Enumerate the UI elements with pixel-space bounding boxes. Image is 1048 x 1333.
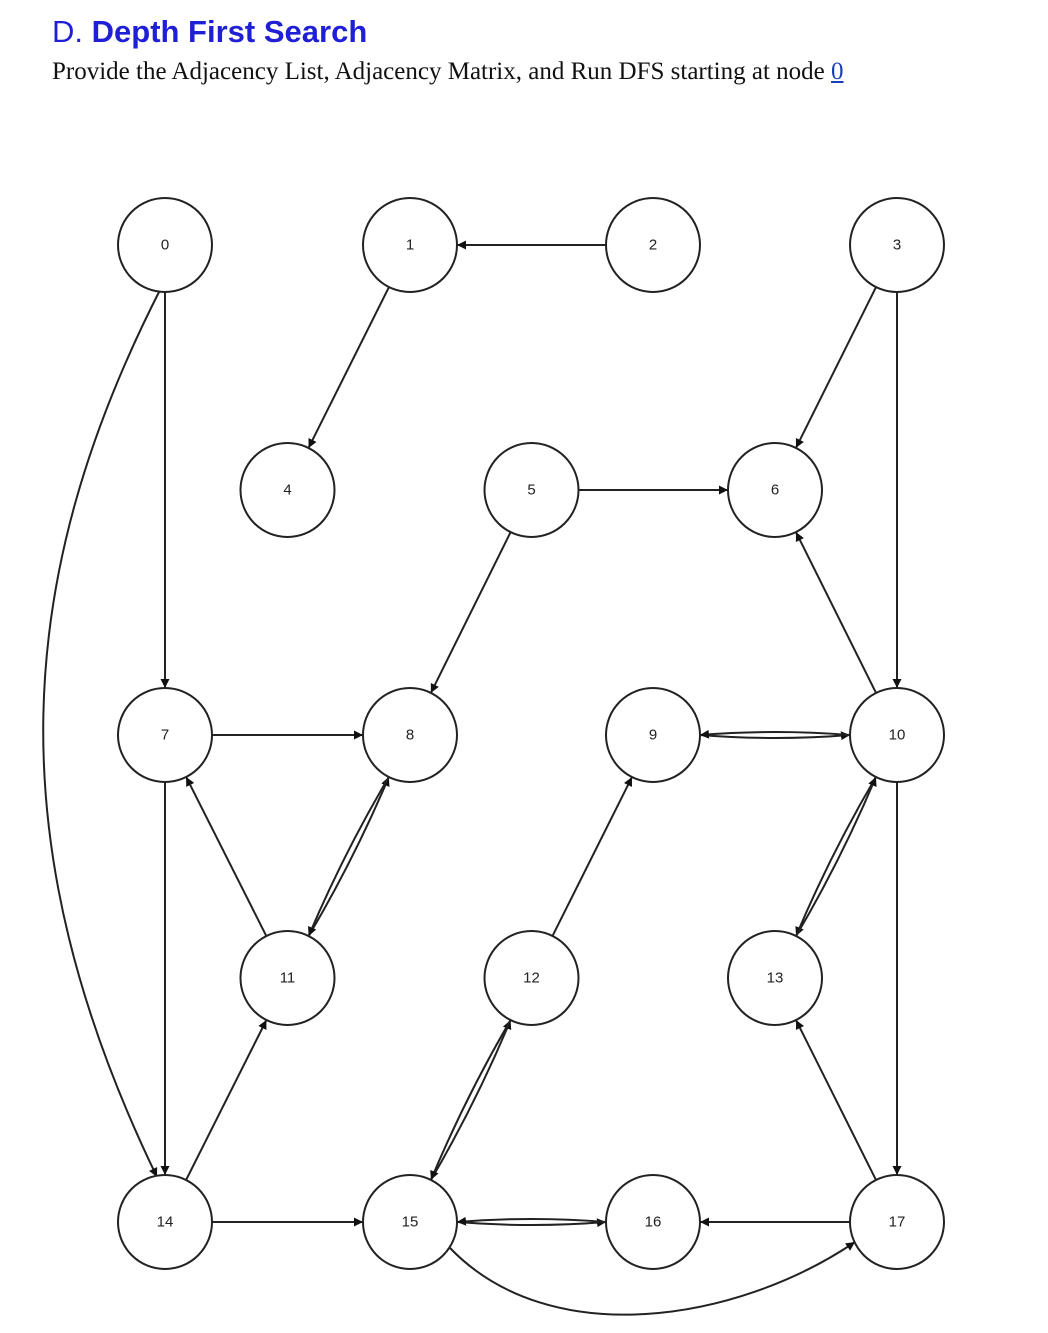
node-0: 0 [117, 197, 213, 293]
node-17: 17 [849, 1174, 945, 1270]
node-circle [117, 687, 213, 783]
node-circle [605, 1174, 701, 1270]
node-14: 14 [117, 1174, 213, 1270]
node-circle [362, 687, 458, 783]
edge-11-to-8 [307, 776, 390, 937]
node-circle [117, 197, 213, 293]
node-6: 6 [727, 442, 823, 538]
edge-15-to-17 [449, 1241, 856, 1316]
node-label: 10 [889, 727, 906, 744]
node-10: 10 [849, 687, 945, 783]
node-label: 15 [402, 1214, 419, 1231]
node-5: 5 [483, 442, 580, 538]
node-circle [239, 930, 336, 1026]
instruction-text: Provide the Adjacency List, Adjacency Ma… [52, 58, 844, 86]
edge-3-to-6 [795, 286, 877, 449]
edge-8-to-11 [307, 776, 390, 937]
node-circle [362, 197, 458, 293]
node-label: 4 [283, 482, 291, 499]
node-label: 16 [645, 1214, 662, 1231]
node-circle [117, 1174, 213, 1270]
instruction-body: Provide the Adjacency List, Adjacency Ma… [52, 58, 832, 85]
node-circle [727, 930, 823, 1026]
edge-10-to-9 [699, 729, 851, 739]
edge-11-to-7 [185, 776, 268, 937]
node-circle [239, 442, 336, 538]
edge-12-to-15 [430, 1019, 512, 1181]
edge-15-to-12 [430, 1019, 512, 1181]
node-8: 8 [362, 687, 458, 783]
node-11: 11 [239, 930, 336, 1026]
node-label: 8 [406, 727, 414, 744]
node-circle [605, 687, 701, 783]
node-label: 13 [767, 970, 784, 987]
node-7: 7 [117, 687, 213, 783]
node-label: 14 [157, 1214, 174, 1231]
node-label: 2 [649, 237, 657, 254]
node-circle [849, 1174, 945, 1270]
node-circle [483, 930, 580, 1026]
node-12: 12 [483, 930, 580, 1026]
graph-edges [42, 240, 902, 1316]
edge-5-to-8 [429, 531, 512, 694]
edge-16-to-15 [456, 1216, 607, 1226]
node-circle [483, 442, 580, 538]
node-label: 17 [889, 1214, 906, 1231]
edge-10-to-13 [795, 776, 877, 937]
node-16: 16 [605, 1174, 701, 1270]
node-label: 7 [161, 727, 169, 744]
edge-0-to-14 [42, 289, 161, 1178]
node-4: 4 [239, 442, 336, 538]
node-label: 6 [771, 482, 779, 499]
edge-9-to-10 [699, 731, 851, 741]
node-15: 15 [362, 1174, 458, 1270]
node-label: 0 [161, 237, 169, 254]
node-3: 3 [849, 197, 945, 293]
node-circle [849, 197, 945, 293]
node-circle [849, 687, 945, 783]
node-label: 11 [280, 970, 296, 987]
edge-13-to-10 [795, 776, 877, 937]
node-circle [605, 197, 701, 293]
edge-12-to-9 [551, 776, 633, 937]
edge-1-to-4 [307, 286, 390, 449]
edge-17-to-13 [795, 1019, 877, 1181]
section-heading: D. Depth First Search [52, 14, 367, 50]
edge-15-to-16 [456, 1218, 607, 1228]
node-label: 3 [893, 237, 901, 254]
node-13: 13 [727, 930, 823, 1026]
node-label: 12 [523, 970, 540, 987]
section-letter: D. [52, 14, 83, 49]
node-circle [362, 1174, 458, 1270]
edge-14-to-11 [185, 1019, 268, 1181]
node-1: 1 [362, 197, 458, 293]
section-title: Depth First Search [91, 14, 368, 49]
start-node-link[interactable]: 0 [831, 58, 844, 85]
node-label: 5 [527, 482, 535, 499]
node-9: 9 [605, 687, 701, 783]
node-label: 9 [649, 727, 657, 744]
node-circle [727, 442, 823, 538]
edge-10-to-6 [795, 531, 877, 694]
node-2: 2 [605, 197, 701, 293]
node-label: 1 [406, 237, 414, 254]
